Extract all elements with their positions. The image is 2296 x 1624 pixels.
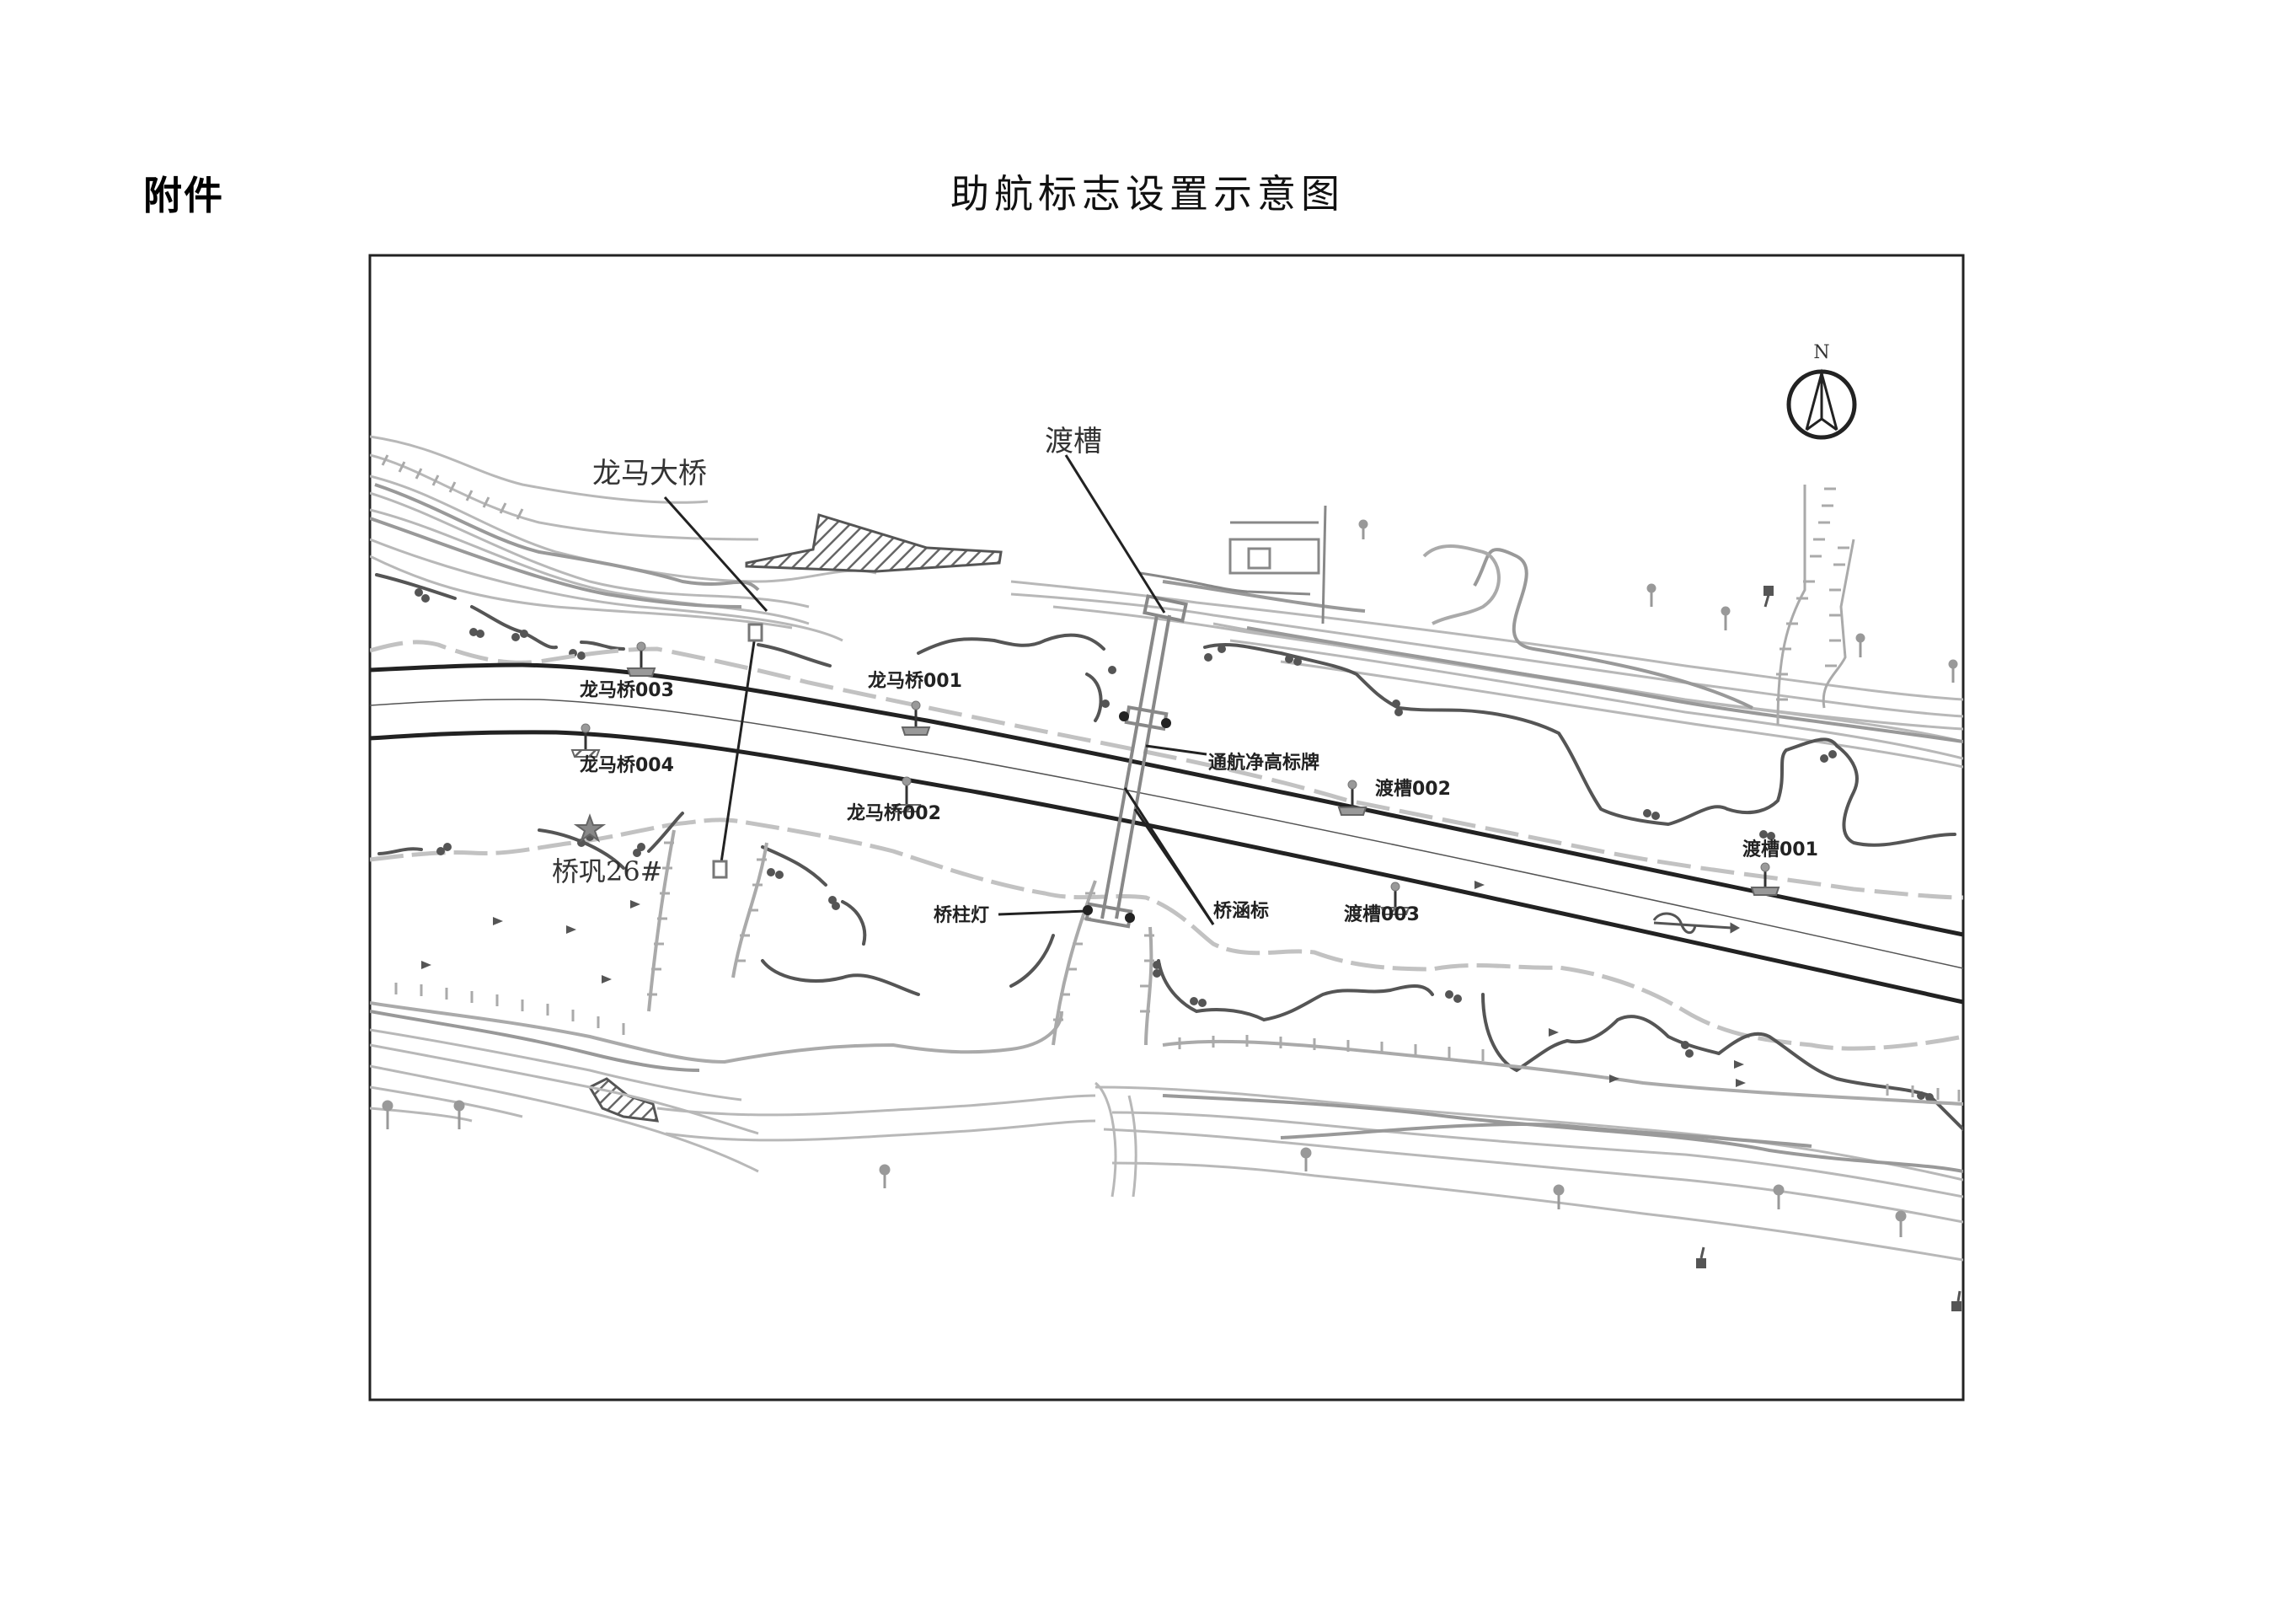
buoy-longmaqiao001[interactable] [901,700,931,736]
hatched-building-south [587,1077,659,1123]
buoy-label-longmaqiao001: 龙马桥001 [868,670,962,692]
page-title: 助航标志设置示意图 [950,171,1345,217]
bridge-culvert-mark-label: 桥涵标 [1213,900,1269,922]
aqueduct-light-east [1161,718,1171,728]
buoy-label-ducao002: 渡槽002 [1375,778,1451,800]
buoy-longmaqiao003[interactable] [626,641,656,677]
buoy-ducao002[interactable] [1337,780,1367,816]
pier-star-icon [573,813,607,843]
flow-direction-arrow [1652,912,1741,935]
hatched-building-north [745,513,1003,573]
channel-south-boundary [369,730,1964,1005]
aqueduct-light-west [1119,711,1129,721]
bridge-name-label: 龙马大桥 [592,457,707,490]
buoy-label-ducao003: 渡槽003 [1344,903,1420,925]
buoy-label-longmaqiao002: 龙马桥002 [847,802,941,824]
buoy-label-longmaqiao003: 龙马桥003 [580,679,674,701]
pier-name-label: 桥巩26# [552,855,663,887]
pier-light-label: 桥柱灯 [934,904,989,926]
channel-centerline [369,699,1964,969]
north-label: N [1813,342,1829,363]
terrain-layer [370,435,1963,1311]
buoy-longmaqiao002[interactable] [891,776,922,812]
buoy-ducao001[interactable] [1750,862,1780,896]
pier-light-east [1125,913,1135,923]
north-arrow-icon [1786,368,1857,440]
buoy-label-ducao001: 渡槽001 [1742,839,1818,860]
clearance-sign-label: 通航净高标牌 [1208,752,1319,774]
leader-lines [663,454,1215,925]
buoy-ducao003[interactable] [1380,882,1410,915]
pier-light-west [1083,905,1093,915]
longma-bridge [712,623,763,879]
buoy-label-longmaqiao004: 龙马桥004 [580,754,674,776]
attachment-label: 附件 [143,173,224,218]
map-frame [368,254,1965,1402]
buoy-longmaqiao004[interactable] [570,723,601,758]
aqueduct-name-label: 渡槽 [1045,425,1102,458]
